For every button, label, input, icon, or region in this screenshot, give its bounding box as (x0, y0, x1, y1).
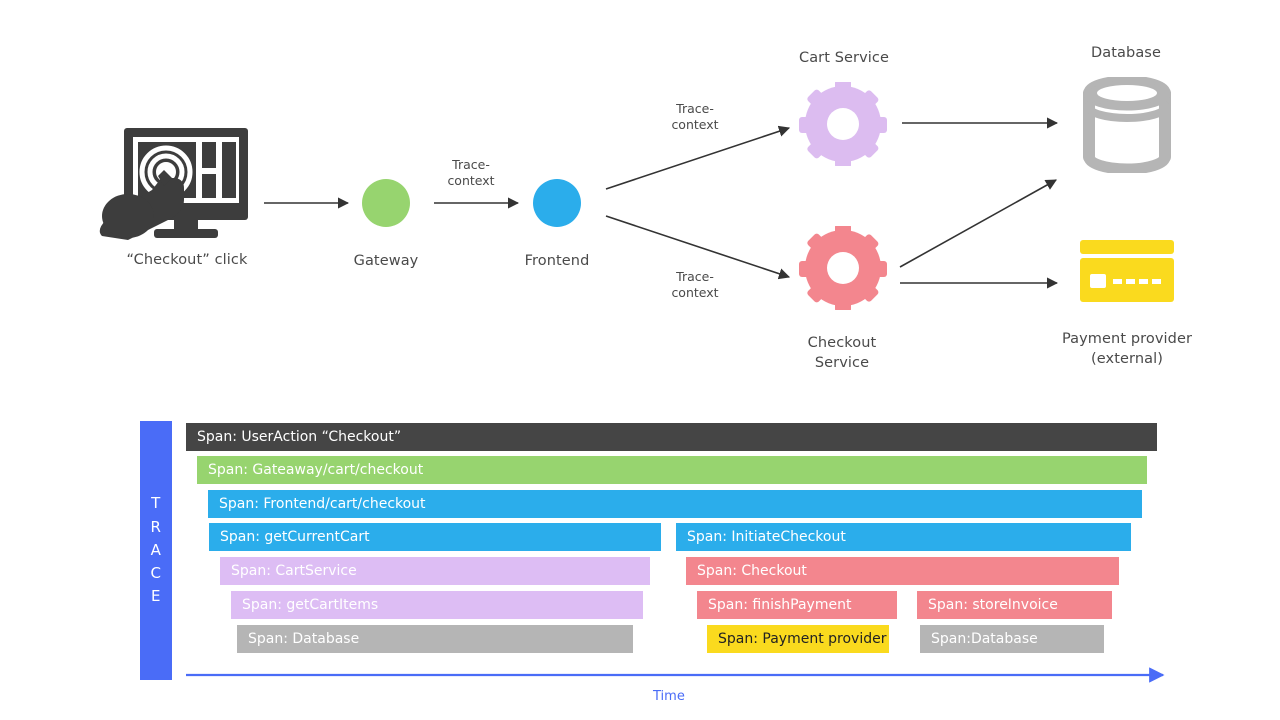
span-gateway-cart-checkout[interactable]: Span: Gateaway/cart/checkout (197, 456, 1147, 484)
span-database-cart[interactable]: Span: Database (237, 625, 633, 653)
hand-click-monitor-icon (92, 128, 252, 240)
checkout-service-label: Checkout Service (807, 335, 877, 371)
gear-icon-cart-service (798, 80, 888, 168)
circle-node-icon-gateway (362, 179, 410, 227)
trace-band-letter: E (151, 587, 161, 606)
database-cylinder-icon (1083, 75, 1171, 175)
gear-icon-checkout-service (798, 224, 888, 312)
span-useraction-checkout[interactable]: Span: UserAction “Checkout” (186, 423, 1157, 451)
span-database-invoice[interactable]: Span:Database (920, 625, 1104, 653)
trace-band-letter: R (150, 517, 162, 536)
circle-node-icon-frontend (533, 179, 581, 227)
span-getcurrentcart[interactable]: Span: getCurrentCart (209, 523, 661, 551)
gateway-label: Gateway (353, 253, 419, 269)
credit-card-icon (1080, 240, 1174, 302)
edge-label-frontend-checkout: Trace- context (671, 269, 719, 300)
frontend-label: Frontend (524, 253, 590, 269)
payment-provider-label: Payment provider (external) (1061, 331, 1193, 367)
trace-band-letter: C (150, 564, 162, 583)
edge-label-gateway-frontend: Trace- context (447, 157, 495, 188)
span-frontend-cart-checkout[interactable]: Span: Frontend/cart/checkout (208, 490, 1142, 518)
span-initiatecheckout[interactable]: Span: InitiateCheckout (676, 523, 1131, 551)
edge-label-frontend-cart: Trace- context (671, 101, 719, 132)
cart-service-label: Cart Service (798, 50, 890, 66)
span-checkout[interactable]: Span: Checkout (686, 557, 1119, 585)
trace-band-letter: T (151, 494, 161, 513)
trace-band-letter: A (150, 540, 162, 559)
span-getcartitems[interactable]: Span: getCartItems (231, 591, 643, 619)
time-axis-label: Time (653, 689, 685, 704)
span-cartservice[interactable]: Span: CartService (220, 557, 650, 585)
trace-band: T R A C E (140, 421, 172, 680)
user-click-label: “Checkout” click (126, 252, 248, 268)
database-label: Database (1091, 45, 1161, 61)
span-storeinvoice[interactable]: Span: storeInvoice (917, 591, 1112, 619)
span-payment-provider[interactable]: Span: Payment provider (707, 625, 889, 653)
span-finishpayment[interactable]: Span: finishPayment (697, 591, 897, 619)
